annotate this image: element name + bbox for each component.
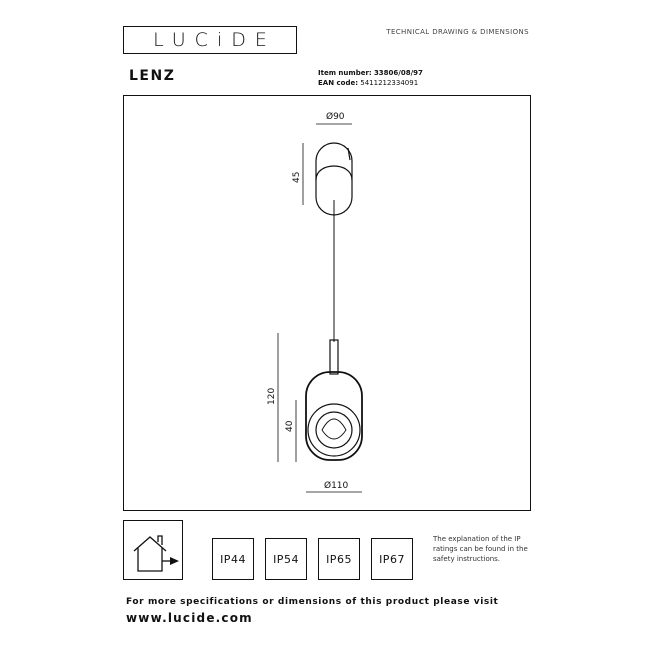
product-name: LENZ [129,68,176,84]
website-link[interactable]: www.lucide.com [126,611,253,625]
dim-top-diameter: Ø90 [326,111,345,122]
ip-rating-note: The explanation of the IP ratings can be… [433,535,528,563]
lamp-lens [321,418,347,440]
ean-row: EAN code: 5411212334091 [318,78,423,88]
specifications-text: For more specifications or dimensions of… [126,597,499,607]
lamp-ring-outer [307,403,361,457]
canopy-shadow [315,165,353,181]
ip-rating-badge: IP67 [371,538,413,580]
dim-bottom-diameter: Ø110 [324,480,349,491]
ip-house-box [123,520,183,580]
ean-value: 5411212334091 [360,79,419,87]
ip-rating-badge: IP65 [318,538,360,580]
dim-ring-height: 40 [285,420,295,432]
ip-rating-badge: IP54 [265,538,307,580]
ean-label: EAN code: [318,79,359,87]
lamp-head [305,371,363,461]
product-meta: Item number: 33806/08/97 EAN code: 54112… [318,68,423,88]
item-number-value: 33806/08/97 [373,69,423,77]
house-icon [133,535,179,572]
ip-rating-badge: IP44 [212,538,254,580]
document-title: TECHNICAL DRAWING & DIMENSIONS [386,28,529,36]
lamp-neck [329,339,339,375]
item-number-label: Item number: [318,69,372,77]
brand-logo: LUCiDE [123,26,297,54]
lamp-ring-inner [315,411,353,449]
dim-head-height: 120 [267,388,277,405]
drawing-frame [123,95,531,511]
dim-canopy-height: 45 [292,172,302,183]
item-number-row: Item number: 33806/08/97 [318,68,423,78]
canopy-hook [347,147,351,161]
